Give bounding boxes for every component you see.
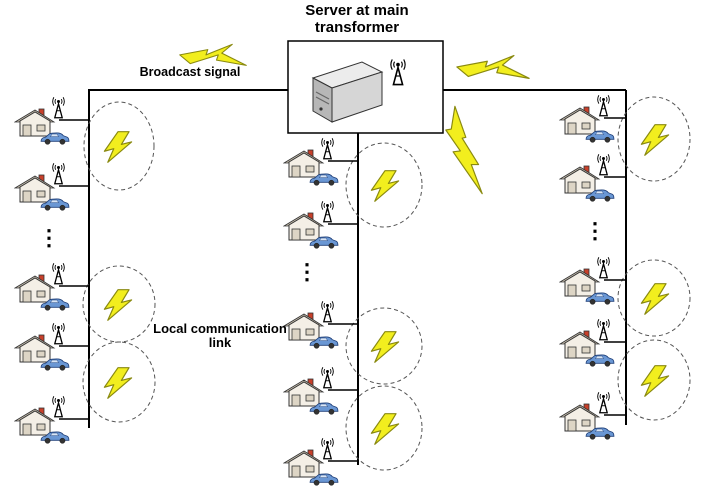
antenna-icon [321, 200, 334, 223]
broadcast-signal-label: Broadcast signal [139, 65, 241, 79]
lightning-icon [103, 367, 133, 399]
lightning-icon [640, 124, 670, 156]
lightning-icon [640, 365, 670, 397]
house-icon [283, 149, 324, 178]
house-icon [559, 330, 600, 359]
local-link-circles [82, 96, 691, 471]
antenna-icon [52, 96, 65, 119]
house-icon [14, 334, 55, 363]
house-icon [14, 174, 55, 203]
house-icon [559, 268, 600, 297]
lightning-icon [370, 331, 400, 363]
house-icon [14, 108, 55, 137]
house-icon [283, 449, 324, 478]
antenna-icon [52, 262, 65, 285]
house-icon [283, 212, 324, 241]
lightning-icon [179, 43, 247, 66]
distribution-lines [88, 89, 627, 465]
antenna-icon [52, 162, 65, 185]
local-communication-link-label: Local communication link [153, 321, 287, 351]
antenna-icon [321, 300, 334, 323]
house-icon [559, 106, 600, 135]
lightning-icon [370, 413, 400, 445]
antenna-icon [321, 366, 334, 389]
antenna-icon [321, 137, 334, 160]
house-icon [283, 378, 324, 407]
antenna-icon [597, 256, 610, 279]
household-nodes [14, 94, 626, 486]
ellipsis-right: ⋮ [584, 218, 606, 243]
server-title: Server at main transformer [305, 2, 409, 36]
lightning-icon [456, 54, 530, 80]
ellipsis-left: ⋮ [38, 225, 60, 250]
antenna-icon [597, 391, 610, 414]
lightning-icon [445, 105, 483, 195]
lightning-icon [640, 283, 670, 315]
ellipsis-center: ⋮ [296, 259, 318, 284]
house-icon [14, 407, 55, 436]
antenna-icon [321, 437, 334, 460]
antenna-icon [597, 318, 610, 341]
house-icon [559, 403, 600, 432]
antenna-icon [52, 395, 65, 418]
lightning-icon [103, 131, 133, 163]
antenna-icon [52, 322, 65, 345]
antenna-icon [597, 153, 610, 176]
house-icon [559, 165, 600, 194]
antenna-icon [597, 94, 610, 117]
server-icon [311, 61, 384, 123]
house-icon [14, 274, 55, 303]
lightning-icon [370, 170, 400, 202]
lightning-icon [103, 289, 133, 321]
